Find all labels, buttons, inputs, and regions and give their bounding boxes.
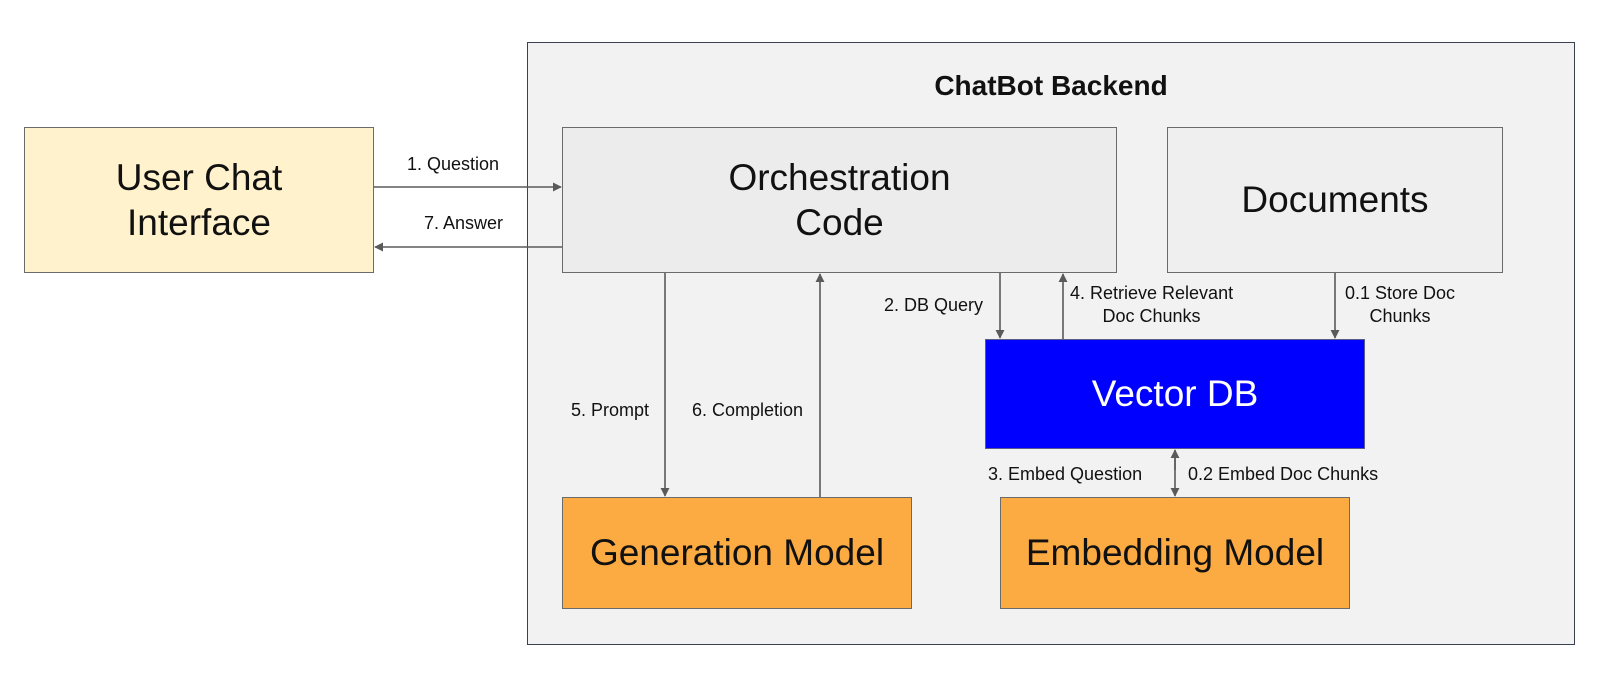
edge-label-completion: 6. Completion [692,400,804,420]
edge-label-store-doc: 0.1 Store Doc Chunks [1345,283,1456,326]
user-chat-interface-node: User Chat Interface [24,127,374,273]
documents-label: Documents [1241,179,1429,220]
generation-model-label: Generation Model [589,532,885,573]
edge-label-answer: 7. Answer [424,213,504,233]
edge-label-question: 1. Question [407,154,500,174]
backend-title: ChatBot Backend [934,70,1168,101]
vector-db-node: Vector DB [985,339,1365,449]
edge-label-embed-doc: 0.2 Embed Doc Chunks [1188,464,1379,484]
user-chat-interface-label: User Chat Interface [115,157,283,243]
embedding-model-node: Embedding Model [1000,497,1350,609]
edge-label-embed-question: 3. Embed Question [988,464,1143,484]
edge-label-db-query: 2. DB Query [884,295,984,315]
edge-label-prompt: 5. Prompt [571,400,650,420]
orchestration-code-node: Orchestration Code [562,127,1117,273]
embedding-model-label: Embedding Model [1025,532,1325,573]
vector-db-label: Vector DB [1091,373,1259,414]
orchestration-code-label: Orchestration Code [728,157,951,243]
edge-label-retrieve: 4. Retrieve Relevant Doc Chunks [1070,283,1234,326]
documents-node: Documents [1167,127,1503,273]
generation-model-node: Generation Model [562,497,912,609]
